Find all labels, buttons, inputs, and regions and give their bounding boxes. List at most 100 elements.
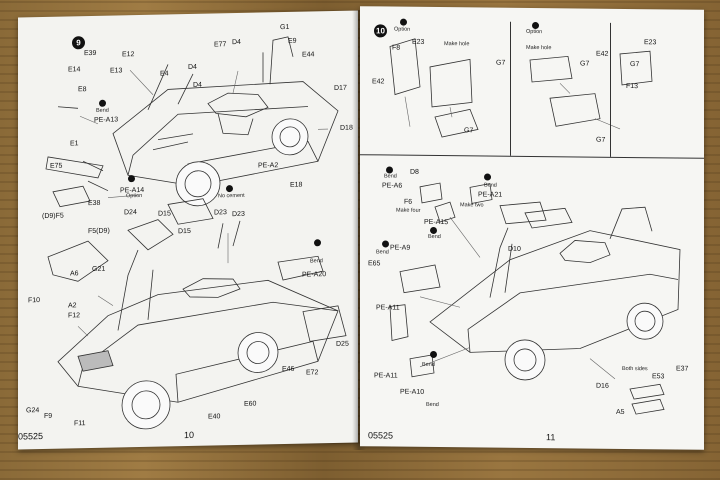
part-label: F8 <box>392 44 401 52</box>
part-label: D15 <box>178 227 191 236</box>
part-label: D16 <box>596 382 609 390</box>
bend-note: Bend <box>484 182 497 189</box>
part-label: E42 <box>372 78 385 86</box>
part-label: E40 <box>208 413 221 421</box>
part-label: G7 <box>496 59 506 67</box>
part-label: D23 <box>214 209 227 217</box>
bend-note: Bend <box>428 233 441 241</box>
step-number-badge: 10 <box>374 24 387 38</box>
part-label: PE-A6 <box>382 182 403 190</box>
part-label: D8 <box>410 168 419 176</box>
bend-icon <box>430 226 437 235</box>
part-label: D24 <box>124 209 137 217</box>
part-label: G21 <box>92 265 106 274</box>
part-label: F12 <box>68 312 81 320</box>
bend-icon <box>484 173 491 181</box>
both-sides-note: Both sides <box>622 365 648 373</box>
part-label: D17 <box>334 84 347 92</box>
panel-divider <box>610 22 611 157</box>
bend-note: Bend <box>96 107 109 114</box>
part-label: G24 <box>26 407 40 415</box>
make-hole-note: Make hole <box>526 44 552 52</box>
vehicle-drawing-step10 <box>389 38 681 415</box>
instruction-page-right: 10 Option F8 E23 Make hole G7 E42 G7 Opt… <box>360 6 704 450</box>
part-label: E1 <box>70 140 79 148</box>
part-label: F5(D9) <box>88 227 110 236</box>
part-label: PE-A13 <box>94 116 119 124</box>
part-label: E53 <box>652 373 665 381</box>
part-label: D10 <box>508 245 521 253</box>
part-label: F9 <box>44 412 53 421</box>
part-label: D4 <box>188 63 197 71</box>
part-label: E8 <box>78 86 87 94</box>
option-note: Option <box>526 28 543 36</box>
part-label: D25 <box>336 340 349 348</box>
part-label: G7 <box>580 60 590 68</box>
bend-icon <box>532 22 539 30</box>
part-label: G7 <box>464 127 474 135</box>
part-label: PE-A11 <box>374 372 398 380</box>
part-label: E75 <box>50 162 63 170</box>
part-label: G7 <box>596 136 606 144</box>
part-label: E72 <box>306 369 319 377</box>
bend-icon <box>382 240 389 248</box>
instruction-page-left: 9 E39 E12 E14 E13 E8 E4 E77 D4 D4 D4 G1 … <box>18 10 358 450</box>
option-note: Option <box>394 26 411 33</box>
part-label: E14 <box>68 66 81 74</box>
part-label: PE-A9 <box>390 244 411 252</box>
bend-note: Bend <box>384 173 397 180</box>
part-label: D18 <box>340 124 353 132</box>
make-hole-note: Make hole <box>444 41 470 48</box>
part-label: E9 <box>288 37 297 45</box>
product-code: 05525 <box>368 430 394 441</box>
part-label: A5 <box>616 408 625 416</box>
bend-icon <box>386 166 393 174</box>
part-label: PE-A15 <box>424 218 449 227</box>
part-label: F10 <box>28 297 41 305</box>
part-label: E60 <box>244 400 257 408</box>
part-label: (D9)F5 <box>42 212 64 221</box>
bend-icon <box>400 18 407 26</box>
part-label: PE-A2 <box>258 162 279 170</box>
part-label: G7 <box>630 61 640 69</box>
part-label: E12 <box>122 51 135 59</box>
part-label: PE-A10 <box>400 388 425 396</box>
part-label: PE-A21 <box>478 191 503 199</box>
part-label: E38 <box>88 199 101 208</box>
part-label: E46 <box>282 365 295 374</box>
bend-note: Bend <box>422 361 435 368</box>
panel-divider <box>510 21 511 156</box>
part-label: F11 <box>74 420 86 428</box>
part-label: E23 <box>412 38 425 46</box>
part-label: E13 <box>110 67 123 75</box>
bend-note: Bend <box>376 249 389 256</box>
part-label: E42 <box>596 50 609 58</box>
no-cement-note: No cement <box>218 192 245 200</box>
part-label: PE-A20 <box>302 271 327 279</box>
part-label: E77 <box>214 41 227 49</box>
vehicle-drawing-step9 <box>45 36 347 430</box>
bend-note: Bend <box>310 258 323 265</box>
bend-icon <box>430 350 437 359</box>
part-label: D15 <box>158 210 171 218</box>
part-label: G1 <box>280 23 290 32</box>
part-label: F13 <box>626 82 639 91</box>
part-label: E18 <box>290 181 303 189</box>
part-label: F6 <box>404 198 413 206</box>
part-label: D4 <box>232 38 241 47</box>
part-label: D23 <box>232 210 245 219</box>
part-label: E23 <box>644 39 657 47</box>
option-note: Option <box>126 192 143 200</box>
part-label: E65 <box>368 260 381 268</box>
make-four-note: Make four <box>396 207 421 214</box>
bend-note: Bend <box>426 401 439 409</box>
part-label: PE-A11 <box>376 304 400 312</box>
part-label: E44 <box>302 51 315 59</box>
part-label: A6 <box>70 270 79 278</box>
part-label: E37 <box>676 365 689 373</box>
page-number: 11 <box>546 432 556 443</box>
part-label: D4 <box>193 81 202 89</box>
product-code: 05525 <box>18 431 44 442</box>
part-label: E4 <box>160 70 169 78</box>
part-label: E39 <box>84 49 97 58</box>
